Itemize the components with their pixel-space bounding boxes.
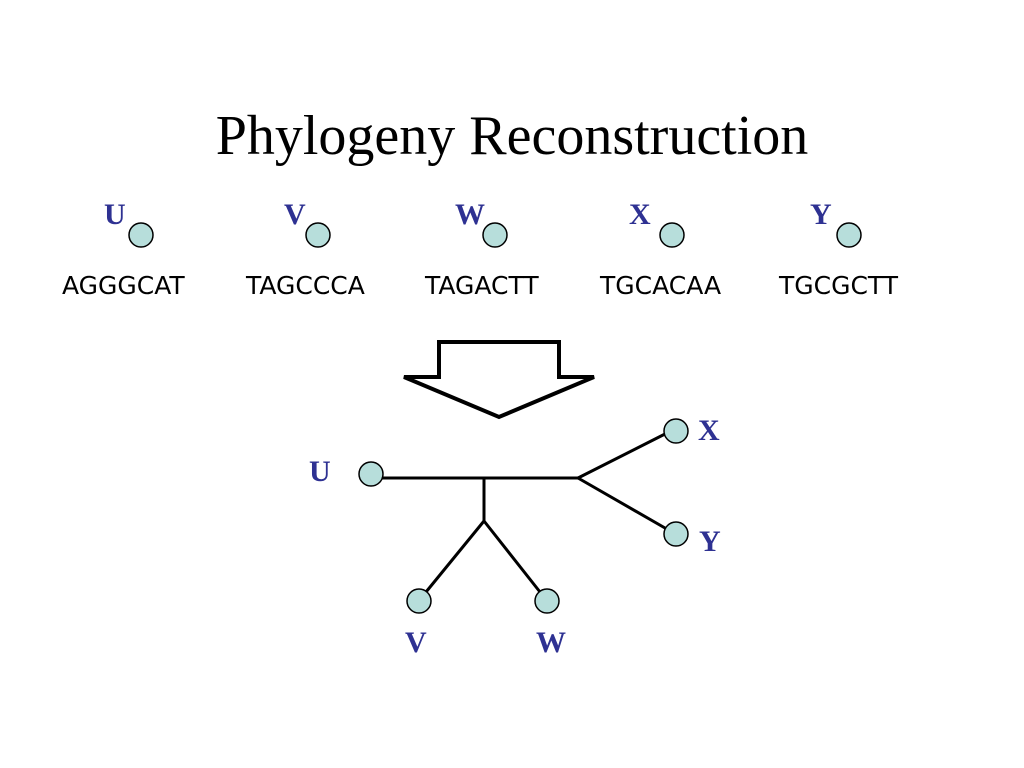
tree-node-y	[663, 521, 689, 547]
taxon-label-x: X	[629, 198, 651, 231]
sequence-w: TAGACTT	[425, 271, 539, 300]
tree-edges	[380, 432, 667, 594]
taxon-label-v: V	[284, 198, 306, 231]
down-arrow-icon	[403, 340, 595, 420]
tree-label-x: X	[698, 414, 720, 447]
tree-label-w: W	[536, 626, 566, 659]
sequence-v: TAGCCCA	[246, 271, 365, 300]
sequence-y: TGCGCTT	[779, 271, 899, 300]
tree-label-u: U	[309, 455, 331, 488]
taxon-label-w: W	[455, 198, 485, 231]
taxon-node-w	[482, 222, 508, 248]
edge-w	[482, 519, 542, 594]
taxon-node-y	[836, 222, 862, 248]
taxon-label-y: Y	[810, 198, 832, 231]
taxon-label-u: U	[104, 198, 126, 231]
sequence-x: TGCACAA	[600, 271, 722, 300]
tree-node-w	[534, 588, 560, 614]
tree-node-u	[358, 461, 384, 487]
slide-title: Phylogeny Reconstruction	[215, 105, 809, 167]
taxon-node-x	[659, 222, 685, 248]
edge-y	[576, 476, 667, 530]
tree-node-x	[663, 418, 689, 444]
taxon-node-v	[305, 222, 331, 248]
tree-node-v	[406, 588, 432, 614]
edge-v	[424, 519, 486, 594]
taxon-node-u	[128, 222, 154, 248]
sequence-u: AGGGCAT	[62, 271, 185, 300]
edge-x	[576, 432, 667, 480]
tree-label-v: V	[405, 626, 427, 659]
tree-label-y: Y	[699, 525, 721, 558]
